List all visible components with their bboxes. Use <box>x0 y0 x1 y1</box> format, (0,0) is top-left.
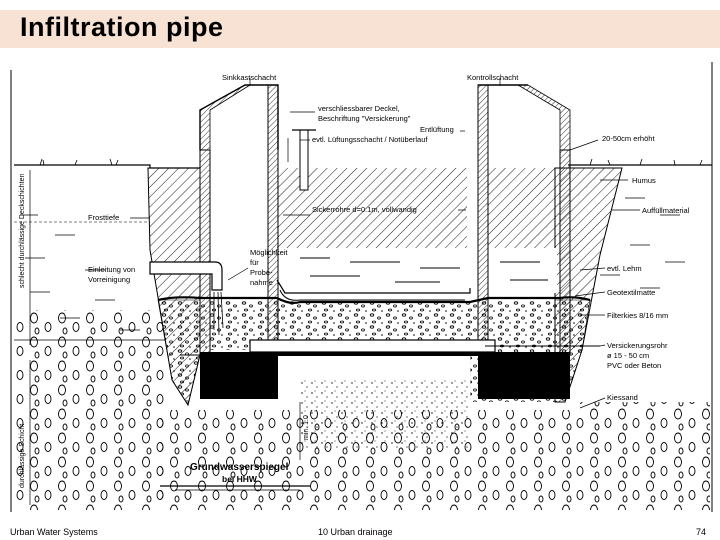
label-grundwasser: Grundwasserspiegel <box>190 462 289 473</box>
left-shaft-wall-left <box>199 149 211 356</box>
label-moeglichkeit-4: nahme <box>250 278 273 287</box>
label-versickerungsrohr: Versickerungsrohr <box>607 341 668 350</box>
label-sickerrohr: Sickerrohre d=0.1m, vollwandig <box>312 205 417 214</box>
right-shaft-wall-left <box>477 84 489 356</box>
backfill-hatched <box>277 168 467 248</box>
backfill-hatched-right <box>488 168 556 248</box>
base-plate <box>200 352 570 356</box>
footer-chapter: 10 Urban drainage <box>318 527 393 537</box>
label-kontrollschacht: Kontrollschacht <box>467 73 519 82</box>
label-erhoeht: 20-50cm erhöht <box>602 134 655 143</box>
label-filterkies: Filterkies 8/16 mm <box>607 311 668 320</box>
footer-course: Urban Water Systems <box>10 527 98 537</box>
left-soil-stones <box>14 310 164 510</box>
label-auffuell: Auffüllmaterial <box>642 206 690 215</box>
filter-gravel-left <box>157 299 201 406</box>
right-shaft-base <box>478 355 570 399</box>
right-shaft-wall-right <box>559 149 571 356</box>
label-moeglichkeit-2: für <box>250 258 259 267</box>
label-entlueftung: Entlüftung <box>420 125 454 134</box>
infiltration-pipe <box>249 339 496 353</box>
left-shaft-base <box>200 355 278 399</box>
infiltration-pipe-diagram: Sinkkastschacht Kontrollschacht verschli… <box>10 62 713 512</box>
label-moeglichkeit-1: Möglichkeit <box>250 248 288 257</box>
label-moeglichkeit-3: Probe- <box>250 268 273 277</box>
label-einleitung-2: Vorreinigung <box>88 275 130 284</box>
label-material: PVC oder Beton <box>607 361 661 370</box>
label-schicht-durch: durchlässige Schicht <box>19 424 26 488</box>
label-frosttiefe: Frosttiefe <box>88 213 119 222</box>
leader-lines <box>130 78 640 409</box>
left-shaft-wall-right <box>267 84 279 356</box>
right-shaft-cover-hatch <box>516 84 571 151</box>
label-durchmesser: ø 15 - 50 cm <box>607 351 649 360</box>
label-hhw: bei HHW <box>222 474 258 484</box>
clay-layer <box>277 248 557 293</box>
left-shaft-cover <box>199 84 279 150</box>
inlet-pipe <box>149 261 223 291</box>
label-einleitung-1: Einleitung von <box>88 265 135 274</box>
label-geotextil: Geotextilmatte <box>607 288 655 297</box>
label-lehm: evtl. Lehm <box>607 264 642 273</box>
slide-title: Infiltration pipe <box>20 12 224 42</box>
label-kiessand: Kiessand <box>607 393 638 402</box>
inlet-water-stream <box>213 291 224 336</box>
clay-lines <box>300 257 548 283</box>
label-lueftungsschacht: evtl. Lüftungsschacht / Notüberlauf <box>312 135 428 144</box>
left-ground-texture <box>14 214 165 341</box>
right-soil-stones <box>580 402 710 510</box>
label-beschriftung: Beschriftung "Versickerung" <box>318 114 411 123</box>
geotextile-mat-lower <box>279 289 465 301</box>
title-bar <box>0 10 720 48</box>
geotextile-mat <box>157 296 591 304</box>
label-schicht-dicht: schlecht durchlässige Deckschichten <box>19 174 26 288</box>
label-min: min. 1.0 <box>303 415 310 440</box>
grass-tufts <box>39 158 703 166</box>
left-shaft-cover-hatch <box>199 84 252 151</box>
right-ground-texture <box>600 197 685 289</box>
label-sinkschacht: Sinkkastschacht <box>222 73 277 82</box>
label-humus: Humus <box>632 176 656 185</box>
ventilation-shaft <box>299 129 309 191</box>
sampling-pipe <box>276 279 471 294</box>
page-number: 74 <box>695 527 706 537</box>
label-deckel: verschliessbarer Deckel, <box>318 104 400 113</box>
bottom-soil-sand <box>300 380 470 450</box>
